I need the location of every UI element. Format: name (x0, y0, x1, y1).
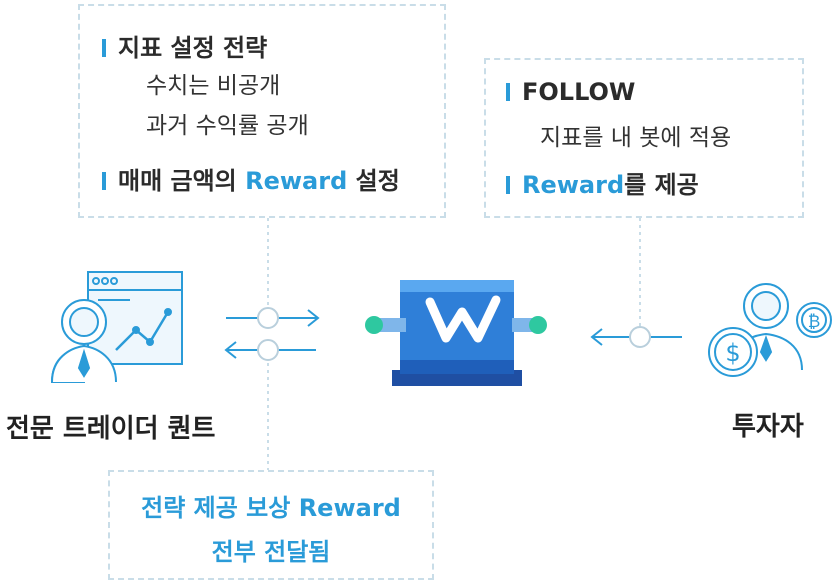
svg-text:₿: ₿ (808, 312, 821, 332)
svg-text:$: $ (725, 339, 740, 367)
strategy-box: 지표 설정 전략 수치는 비공개 과거 수익률 공개 매매 금액의 Reward… (78, 4, 446, 218)
trader-chart-icon (50, 271, 183, 383)
node-circle-right (629, 326, 651, 348)
trader-label: 전문 트레이더 퀀트 (6, 414, 216, 444)
node-circle-lower (257, 339, 279, 361)
investor-label: 투자자 (732, 412, 804, 442)
follow-heading: FOLLOW (522, 78, 636, 106)
follow-reward-word: Reward (522, 171, 625, 199)
follow-reward-row: Reward를 제공 (506, 165, 699, 200)
follow-reward-suffix: 를 제공 (624, 171, 699, 199)
strategy-heading: 지표 설정 전략 (118, 34, 268, 62)
strategy-reward-suffix: 설정 (355, 167, 400, 195)
strategy-line-1: 수치는 비공개 (146, 73, 281, 99)
follow-box: FOLLOW 지표를 내 봇에 적용 Reward를 제공 (484, 58, 804, 218)
strategy-line-2: 과거 수익률 공개 (146, 113, 309, 139)
strategy-reward-word: Reward (245, 167, 348, 195)
reward-box: 전략 제공 보상 Reward 전부 전달됨 (108, 470, 434, 580)
strategy-reward-prefix: 매매 금액의 (118, 167, 237, 195)
bullet-bar (102, 39, 106, 57)
reward-line-2: 전부 전달됨 (211, 538, 331, 566)
w-bot-icon (365, 280, 547, 386)
bullet-bar (506, 83, 510, 101)
investor-coins-icon: $ ₿ (708, 283, 832, 377)
node-circle-upper (257, 307, 279, 329)
follow-heading-row: FOLLOW (506, 78, 635, 106)
strategy-reward-row: 매매 금액의 Reward 설정 (102, 161, 400, 196)
bullet-bar (506, 176, 510, 194)
reward-line-1: 전략 제공 보상 Reward (141, 494, 401, 522)
follow-line-1: 지표를 내 봇에 적용 (540, 125, 732, 151)
bullet-bar (102, 172, 106, 190)
strategy-heading-row: 지표 설정 전략 (102, 28, 267, 63)
